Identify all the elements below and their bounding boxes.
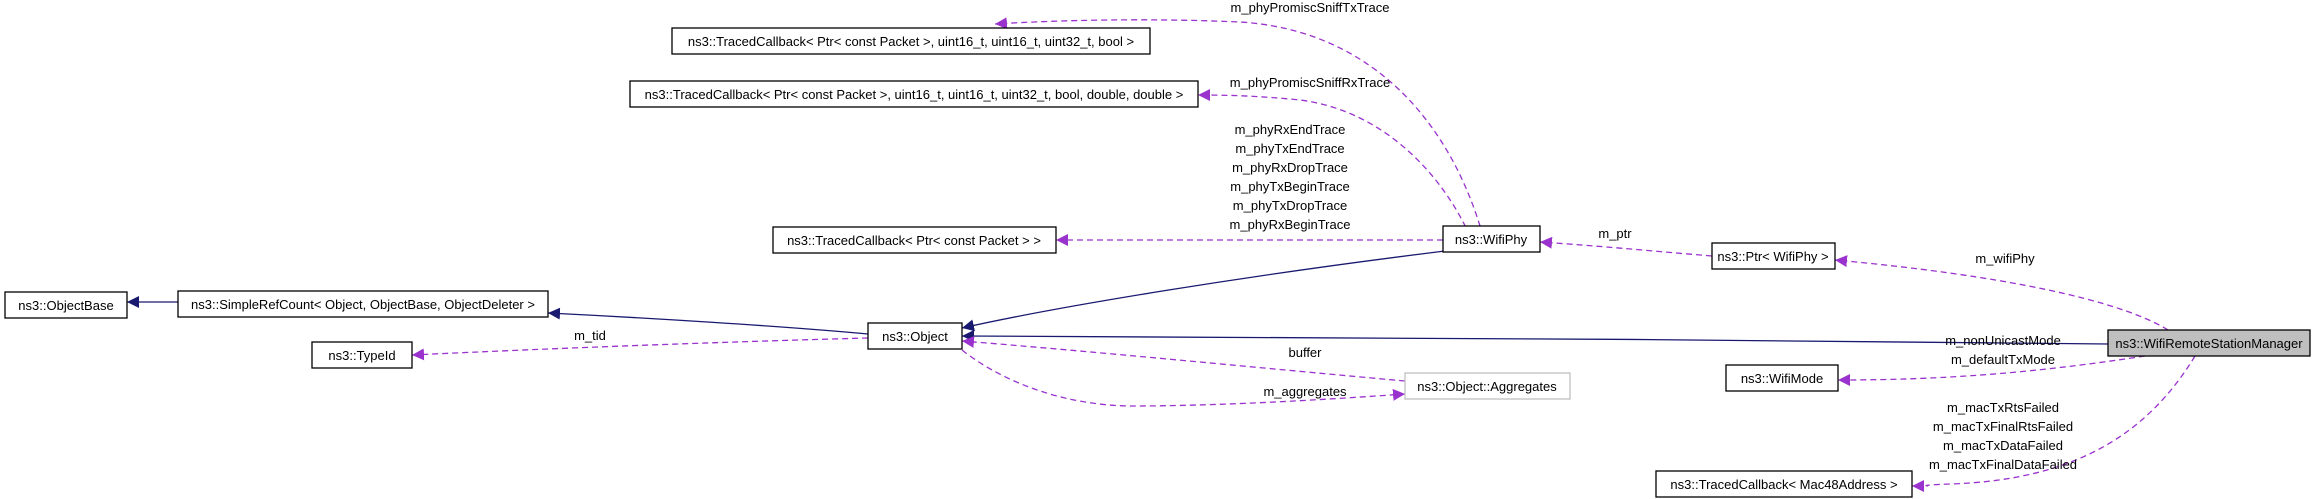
edge-label-text: m_phyRxEndTrace	[1235, 122, 1346, 137]
label-promisc-tx: m_phyPromiscSniffTxTrace	[1231, 0, 1390, 15]
svg-text:ns3::TracedCallback< Ptr< cons: ns3::TracedCallback< Ptr< const Packet >…	[787, 233, 1041, 248]
node-simple-ref-count[interactable]: ns3::SimpleRefCount< Object, ObjectBase,…	[177, 290, 549, 318]
node-wifi-remote-station-manager[interactable]: ns3::WifiRemoteStationManager	[2107, 329, 2311, 357]
svg-text:ns3::WifiRemoteStationManager: ns3::WifiRemoteStationManager	[2115, 336, 2303, 351]
node-tc-mac48[interactable]: ns3::TracedCallback< Mac48Address >	[1655, 470, 1913, 498]
edge-label-text: m_macTxDataFailed	[1943, 438, 2063, 453]
edge-object-to-typeid	[411, 337, 869, 361]
edge-object-to-simplerefcount	[547, 307, 869, 335]
edge-label-text: m_wifiPhy	[1975, 251, 2035, 266]
label-buffer: buffer	[1288, 345, 1322, 360]
node-wifimode[interactable]: ns3::WifiMode	[1725, 364, 1839, 392]
node-tc-packet[interactable]: ns3::TracedCallback< Ptr< const Packet >…	[772, 226, 1057, 254]
svg-text:ns3::WifiPhy: ns3::WifiPhy	[1455, 232, 1528, 247]
edge-wrsm-to-object	[961, 330, 2109, 345]
edge-label-text: m_ptr	[1598, 226, 1632, 241]
edge-ptr-to-wifiphy	[1539, 236, 1713, 257]
edge-label-text: m_macTxRtsFailed	[1947, 400, 2059, 415]
edge-label-text: buffer	[1288, 345, 1322, 360]
edge-label-text: m_phyRxBeginTrace	[1230, 217, 1351, 232]
edge-object-to-aggregates	[961, 349, 1406, 407]
svg-text:ns3::TracedCallback< Ptr< cons: ns3::TracedCallback< Ptr< const Packet >…	[645, 87, 1184, 102]
svg-text:ns3::Object: ns3::Object	[882, 329, 948, 344]
node-object-aggregates[interactable]: ns3::Object::Aggregates	[1404, 372, 1571, 400]
edge-wifiphy-to-tc-promisctx	[994, 17, 1484, 237]
edge-label-text: m_phyTxEndTrace	[1235, 141, 1344, 156]
edge-label-text: m_macTxFinalDataFailed	[1929, 457, 2077, 472]
label-promisc-rx: m_phyPromiscSniffRxTrace	[1230, 75, 1390, 90]
label-phy-traces: m_phyRxEndTrace m_phyTxEndTrace m_phyRxDro…	[1230, 122, 1351, 232]
edge-label-text: m_phyPromiscSniffRxTrace	[1230, 75, 1390, 90]
edge-wifiphy-to-object	[961, 250, 1446, 332]
edge-wifiphy-to-tc-promiscrx	[1197, 89, 1471, 237]
node-typeid[interactable]: ns3::TypeId	[311, 341, 413, 369]
edge-label-text: m_defaultTxMode	[1951, 352, 2055, 367]
edge-wrsm-to-ptr	[1834, 255, 2169, 331]
edge-label-text: m_phyTxDropTrace	[1233, 198, 1347, 213]
edge-label-text: m_macTxFinalRtsFailed	[1933, 419, 2073, 434]
label-ptr: m_ptr	[1598, 226, 1632, 241]
edge-label-text: m_tid	[574, 328, 606, 343]
label-tid: m_tid	[574, 328, 606, 343]
svg-text:ns3::TracedCallback< Ptr< cons: ns3::TracedCallback< Ptr< const Packet >…	[688, 34, 1134, 49]
svg-text:ns3::ObjectBase: ns3::ObjectBase	[18, 298, 113, 313]
edge-wrsm-to-tc-mac48	[1911, 355, 2196, 492]
edge-aggregates-to-object	[961, 335, 1406, 382]
node-tc-promisc-tx[interactable]: ns3::TracedCallback< Ptr< const Packet >…	[671, 27, 1151, 55]
label-mac-failed: m_macTxRtsFailed m_macTxFinalRtsFailed m_m…	[1929, 400, 2077, 472]
edge-label-text: m_nonUnicastMode	[1945, 333, 2061, 348]
edge-label-text: m_phyPromiscSniffTxTrace	[1231, 0, 1390, 15]
node-objectbase[interactable]: ns3::ObjectBase	[4, 291, 128, 319]
label-wifiphy: m_wifiPhy	[1975, 251, 2035, 266]
edge-label-text: m_phyRxDropTrace	[1232, 160, 1348, 175]
edge-label-text: m_aggregates	[1263, 384, 1347, 399]
svg-text:ns3::TracedCallback< Mac48Addr: ns3::TracedCallback< Mac48Address >	[1670, 477, 1897, 492]
label-modes: m_nonUnicastMode m_defaultTxMode	[1945, 333, 2061, 367]
label-aggregates: m_aggregates	[1263, 384, 1347, 399]
svg-text:ns3::TypeId: ns3::TypeId	[328, 348, 395, 363]
svg-text:ns3::SimpleRefCount< Object, O: ns3::SimpleRefCount< Object, ObjectBase,…	[191, 297, 535, 312]
node-wifiphy[interactable]: ns3::WifiPhy	[1442, 225, 1541, 253]
svg-text:ns3::Ptr< WifiPhy >: ns3::Ptr< WifiPhy >	[1717, 249, 1828, 264]
svg-text:ns3::Object::Aggregates: ns3::Object::Aggregates	[1417, 379, 1557, 394]
svg-text:ns3::WifiMode: ns3::WifiMode	[1741, 371, 1823, 386]
node-object[interactable]: ns3::Object	[867, 322, 963, 350]
edge-wrsm-to-wifimode	[1837, 355, 2146, 386]
node-ptr-wifiphy[interactable]: ns3::Ptr< WifiPhy >	[1711, 242, 1836, 270]
edge-label-text: m_phyTxBeginTrace	[1230, 179, 1349, 194]
node-tc-promisc-rx[interactable]: ns3::TracedCallback< Ptr< const Packet >…	[629, 80, 1199, 108]
